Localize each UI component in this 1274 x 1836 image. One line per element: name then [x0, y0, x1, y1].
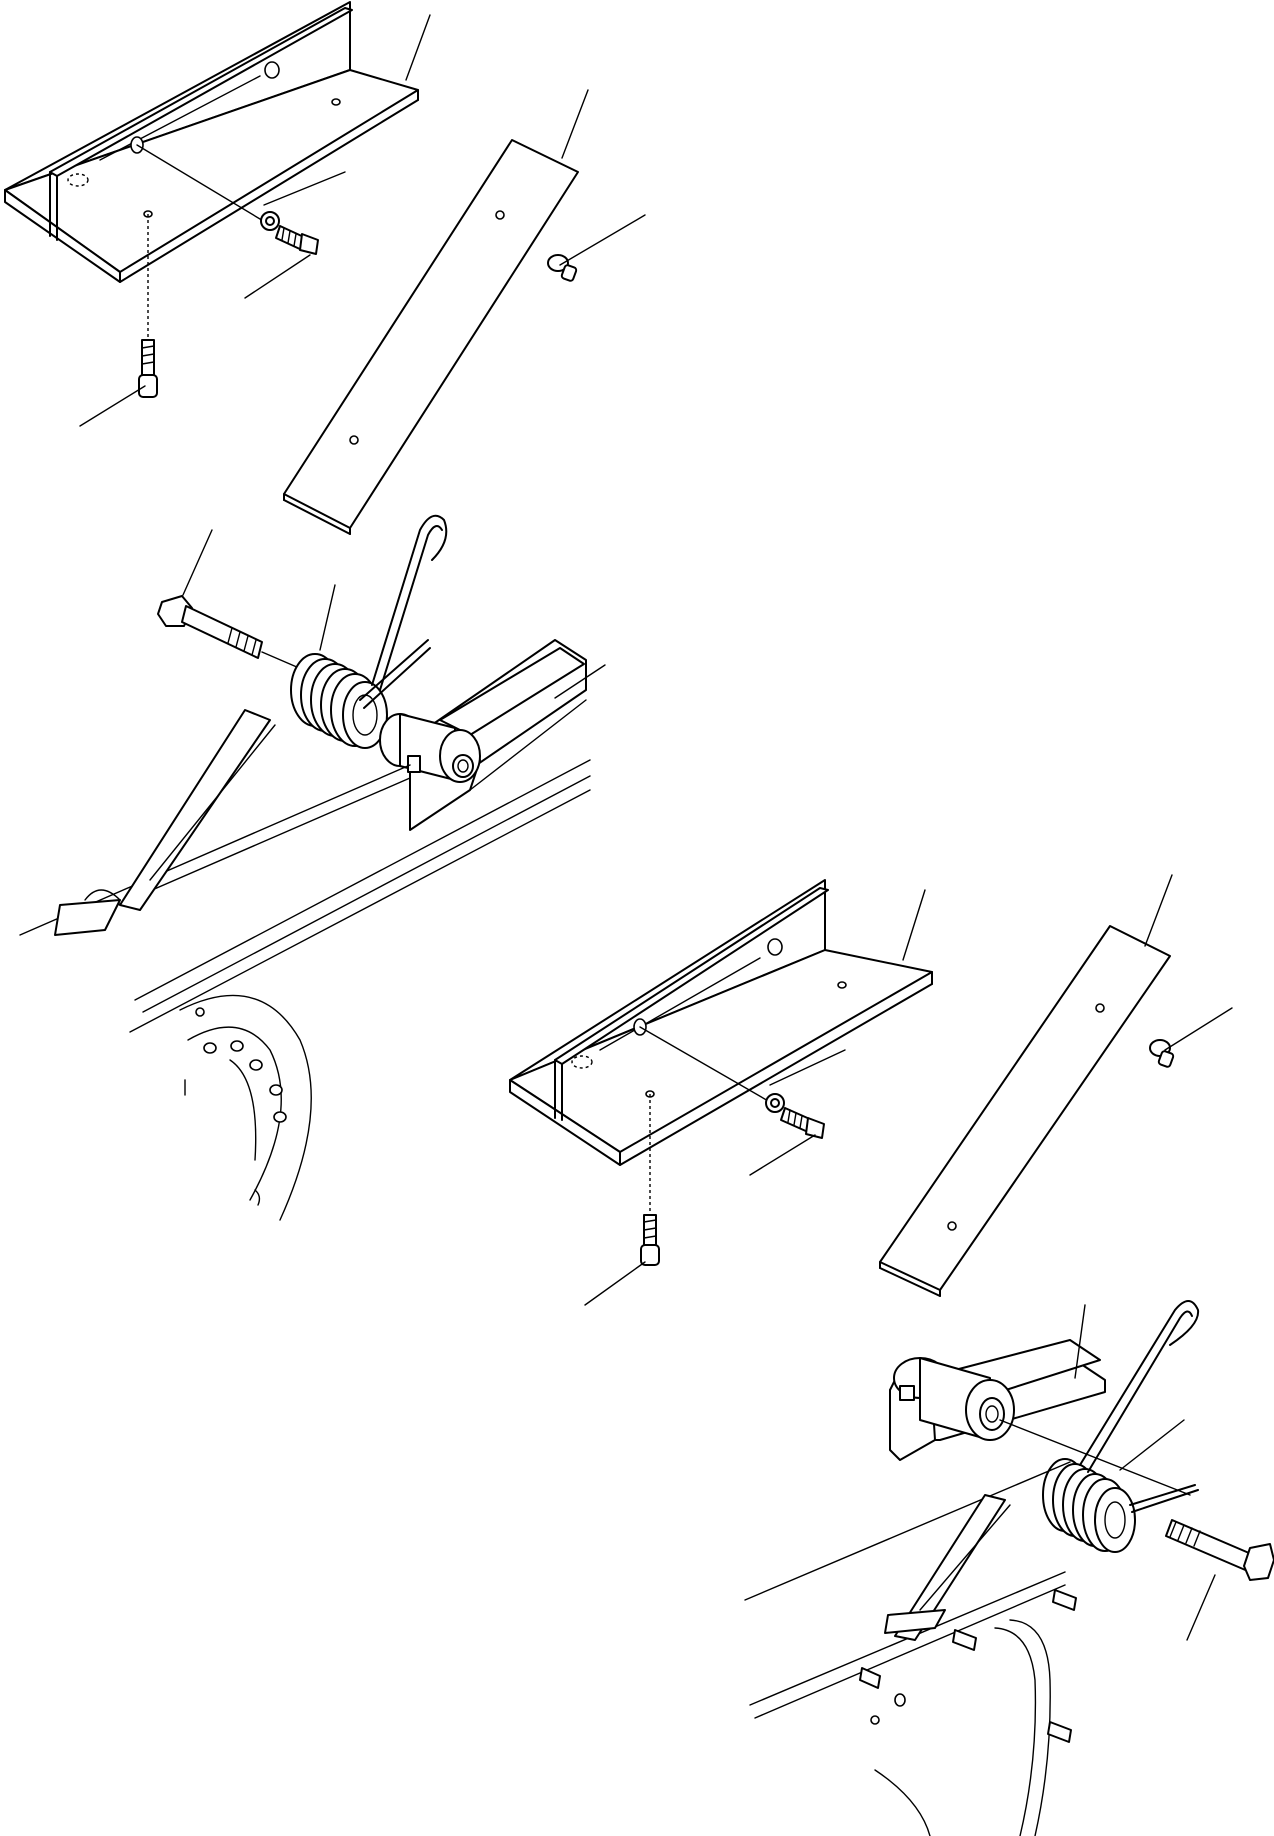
torsion-spring-part [1042, 1300, 1200, 1553]
machine-frame-lines [19, 709, 591, 1033]
callout-leaders-lower [584, 874, 1233, 1641]
vertical-bolt-part [138, 339, 158, 398]
machine-frame-lines [744, 1461, 1071, 1719]
hinge-bracket-part [889, 1339, 1106, 1461]
wheel-hub [859, 1589, 1077, 1836]
axis-line [999, 1419, 1191, 1496]
washer-bolt-part [765, 1093, 825, 1139]
vertical-bolt-part [640, 1214, 660, 1266]
long-bolt-part [157, 595, 263, 659]
assembly-lower-right [509, 874, 1274, 1836]
angle-bracket-part [509, 879, 933, 1166]
long-bolt-part [1165, 1519, 1274, 1581]
callout-leaders-upper [79, 14, 646, 699]
assembly-upper-left [4, 1, 646, 1221]
flat-strip-part [879, 925, 1171, 1297]
axis-line [136, 144, 266, 223]
washer-bolt-part [260, 211, 319, 255]
small-screw-part [1149, 1039, 1175, 1068]
small-screw-part [547, 254, 578, 282]
hinge-bracket-part [379, 639, 587, 831]
flat-strip-part [283, 139, 579, 535]
torsion-spring-part [290, 514, 448, 749]
wheel-hub [179, 994, 312, 1221]
axis-line [639, 1026, 771, 1103]
angle-bracket-part [4, 1, 419, 283]
